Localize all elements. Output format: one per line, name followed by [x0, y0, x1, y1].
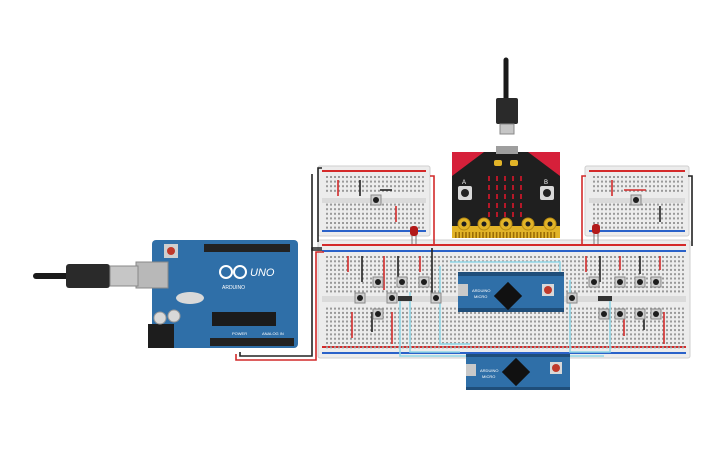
- usb-b-cable-icon[interactable]: [33, 264, 139, 288]
- arduino-uno[interactable]: UNO ARDUINO POWER ANALOG IN: [135, 240, 298, 348]
- breadboard-holes: [326, 176, 424, 229]
- micro-usb-cable-icon[interactable]: [496, 57, 518, 135]
- uno-brand-label: ARDUINO: [222, 285, 245, 291]
- breadboard-holes: [593, 176, 683, 229]
- uno-analog-header-label: ANALOG IN: [262, 331, 284, 336]
- led-left[interactable]: [410, 226, 418, 244]
- uno-model-label: UNO: [250, 267, 275, 279]
- resistor-right[interactable]: [598, 296, 612, 301]
- resistor-left[interactable]: [398, 296, 412, 301]
- microbit-button-a[interactable]: A: [458, 180, 472, 200]
- micro-top-model-label: MICRO: [474, 294, 487, 299]
- microbit-button-a-label: A: [462, 180, 466, 186]
- microbit-board[interactable]: A B: [452, 146, 560, 238]
- microbit-button-b[interactable]: B: [540, 180, 554, 200]
- uno-power-header-label: POWER: [232, 331, 247, 336]
- microbit-edge-pads: [455, 217, 557, 238]
- micro-bottom-model-label: MICRO: [482, 374, 495, 379]
- push-buttons[interactable]: [354, 194, 662, 320]
- micro-bottom-brand-label: ARDUINO: [480, 368, 498, 373]
- led-right[interactable]: [592, 224, 600, 244]
- arduino-infinity-logo-icon: [219, 265, 247, 279]
- microbit-button-b-label: B: [544, 180, 548, 186]
- arduino-micro-bottom[interactable]: ARDUINO MICRO: [466, 354, 570, 390]
- arduino-micro-top[interactable]: ARDUINO MICRO: [458, 272, 564, 312]
- micro-top-brand-label: ARDUINO: [472, 288, 490, 293]
- microbit-led-matrix: [488, 176, 522, 217]
- breadboard-holes: [326, 256, 684, 349]
